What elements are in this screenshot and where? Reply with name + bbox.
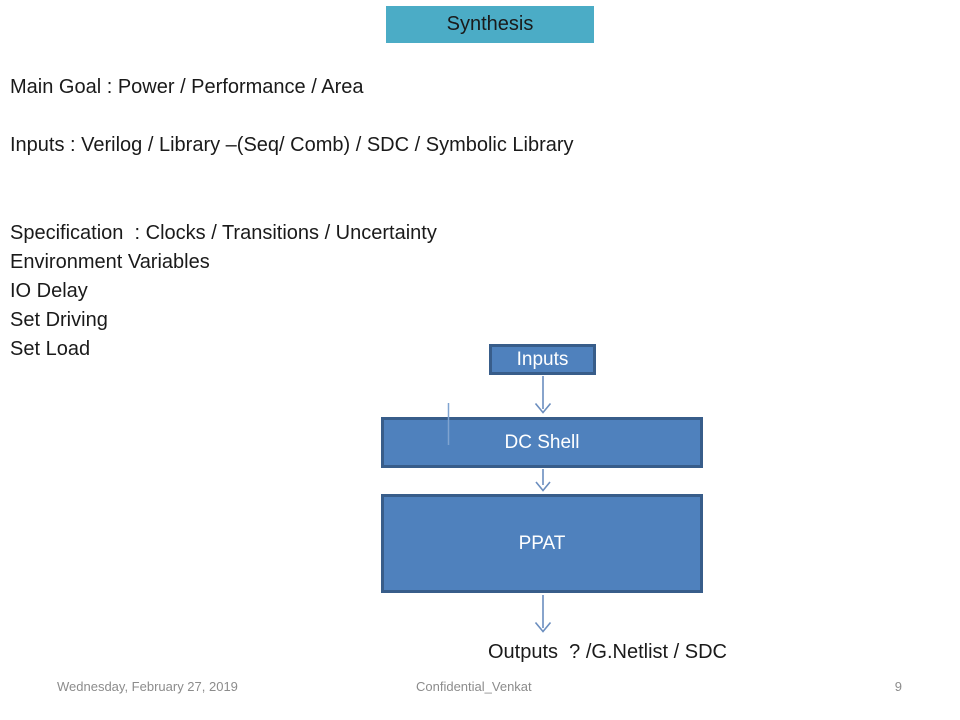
specification-line: Specification : Clocks / Transitions / U… bbox=[10, 222, 437, 244]
inputs-description-text: Inputs : Verilog / Library –(Seq/ Comb) … bbox=[10, 134, 574, 156]
slide-page-number: 9 bbox=[894, 679, 902, 694]
arrow-inputs-to-dcshell bbox=[534, 376, 552, 414]
inputs-flow-box-label: Inputs bbox=[516, 348, 569, 370]
io-delay-line: IO Delay bbox=[10, 280, 88, 302]
footer-date: Wednesday, February 27, 2019 bbox=[57, 679, 238, 694]
ppat-flow-box-label: PPAT bbox=[518, 532, 566, 554]
specification-block: Specification : Clocks / Transitions / U… bbox=[10, 219, 437, 364]
inputs-flow-box: Inputs bbox=[489, 344, 596, 375]
outputs-text: Outputs ? /G.Netlist / SDC bbox=[488, 641, 727, 663]
footer-confidential-label: Confidential_Venkat bbox=[416, 679, 532, 694]
slide-title-box: Synthesis bbox=[386, 6, 594, 43]
arrow-ppat-to-outputs bbox=[534, 595, 552, 633]
dc-shell-flow-box-label: DC Shell bbox=[504, 431, 580, 453]
ppat-flow-box: PPAT bbox=[381, 494, 703, 593]
set-driving-line: Set Driving bbox=[10, 309, 108, 331]
environment-variables-line: Environment Variables bbox=[10, 251, 210, 273]
slide-title: Synthesis bbox=[446, 13, 534, 35]
arrow-dcshell-to-ppat bbox=[535, 469, 551, 492]
set-load-line: Set Load bbox=[10, 338, 91, 360]
main-goal-text: Main Goal : Power / Performance / Area bbox=[10, 76, 364, 98]
dc-shell-flow-box: DC Shell bbox=[381, 417, 703, 468]
